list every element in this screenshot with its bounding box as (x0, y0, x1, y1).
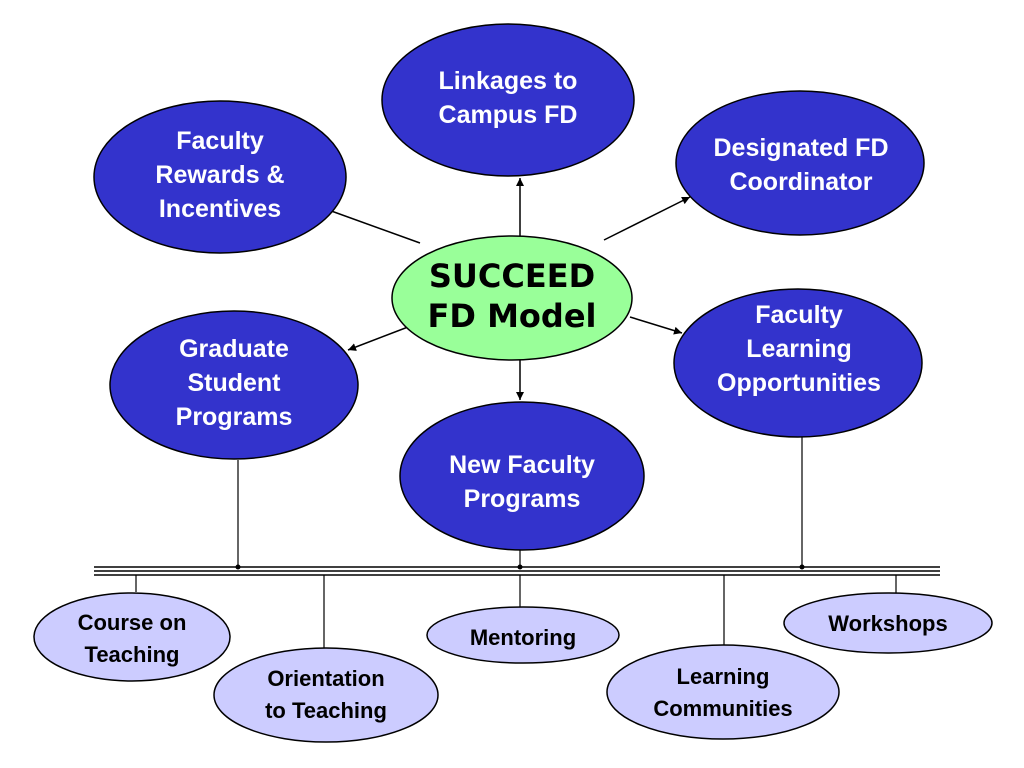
node-linkages (381, 23, 635, 177)
arrow-to-designated (603, 196, 691, 241)
arrow-to-rewards (322, 206, 421, 244)
arrow-to-learning (629, 316, 683, 335)
node-center (391, 235, 633, 361)
node-newfaculty (399, 401, 645, 551)
node-course (33, 592, 231, 682)
label-mentoring: Mentoring (469, 625, 577, 650)
node-learning (673, 288, 923, 438)
node-communities (606, 644, 840, 740)
node-workshops (783, 592, 993, 654)
node-orientation (213, 647, 439, 743)
arrow-to-graduate (347, 326, 409, 351)
label-workshops: Workshops (828, 611, 948, 636)
node-rewards (93, 100, 347, 254)
node-designated (675, 90, 925, 236)
node-graduate (109, 310, 359, 460)
node-mentoring (426, 606, 620, 664)
